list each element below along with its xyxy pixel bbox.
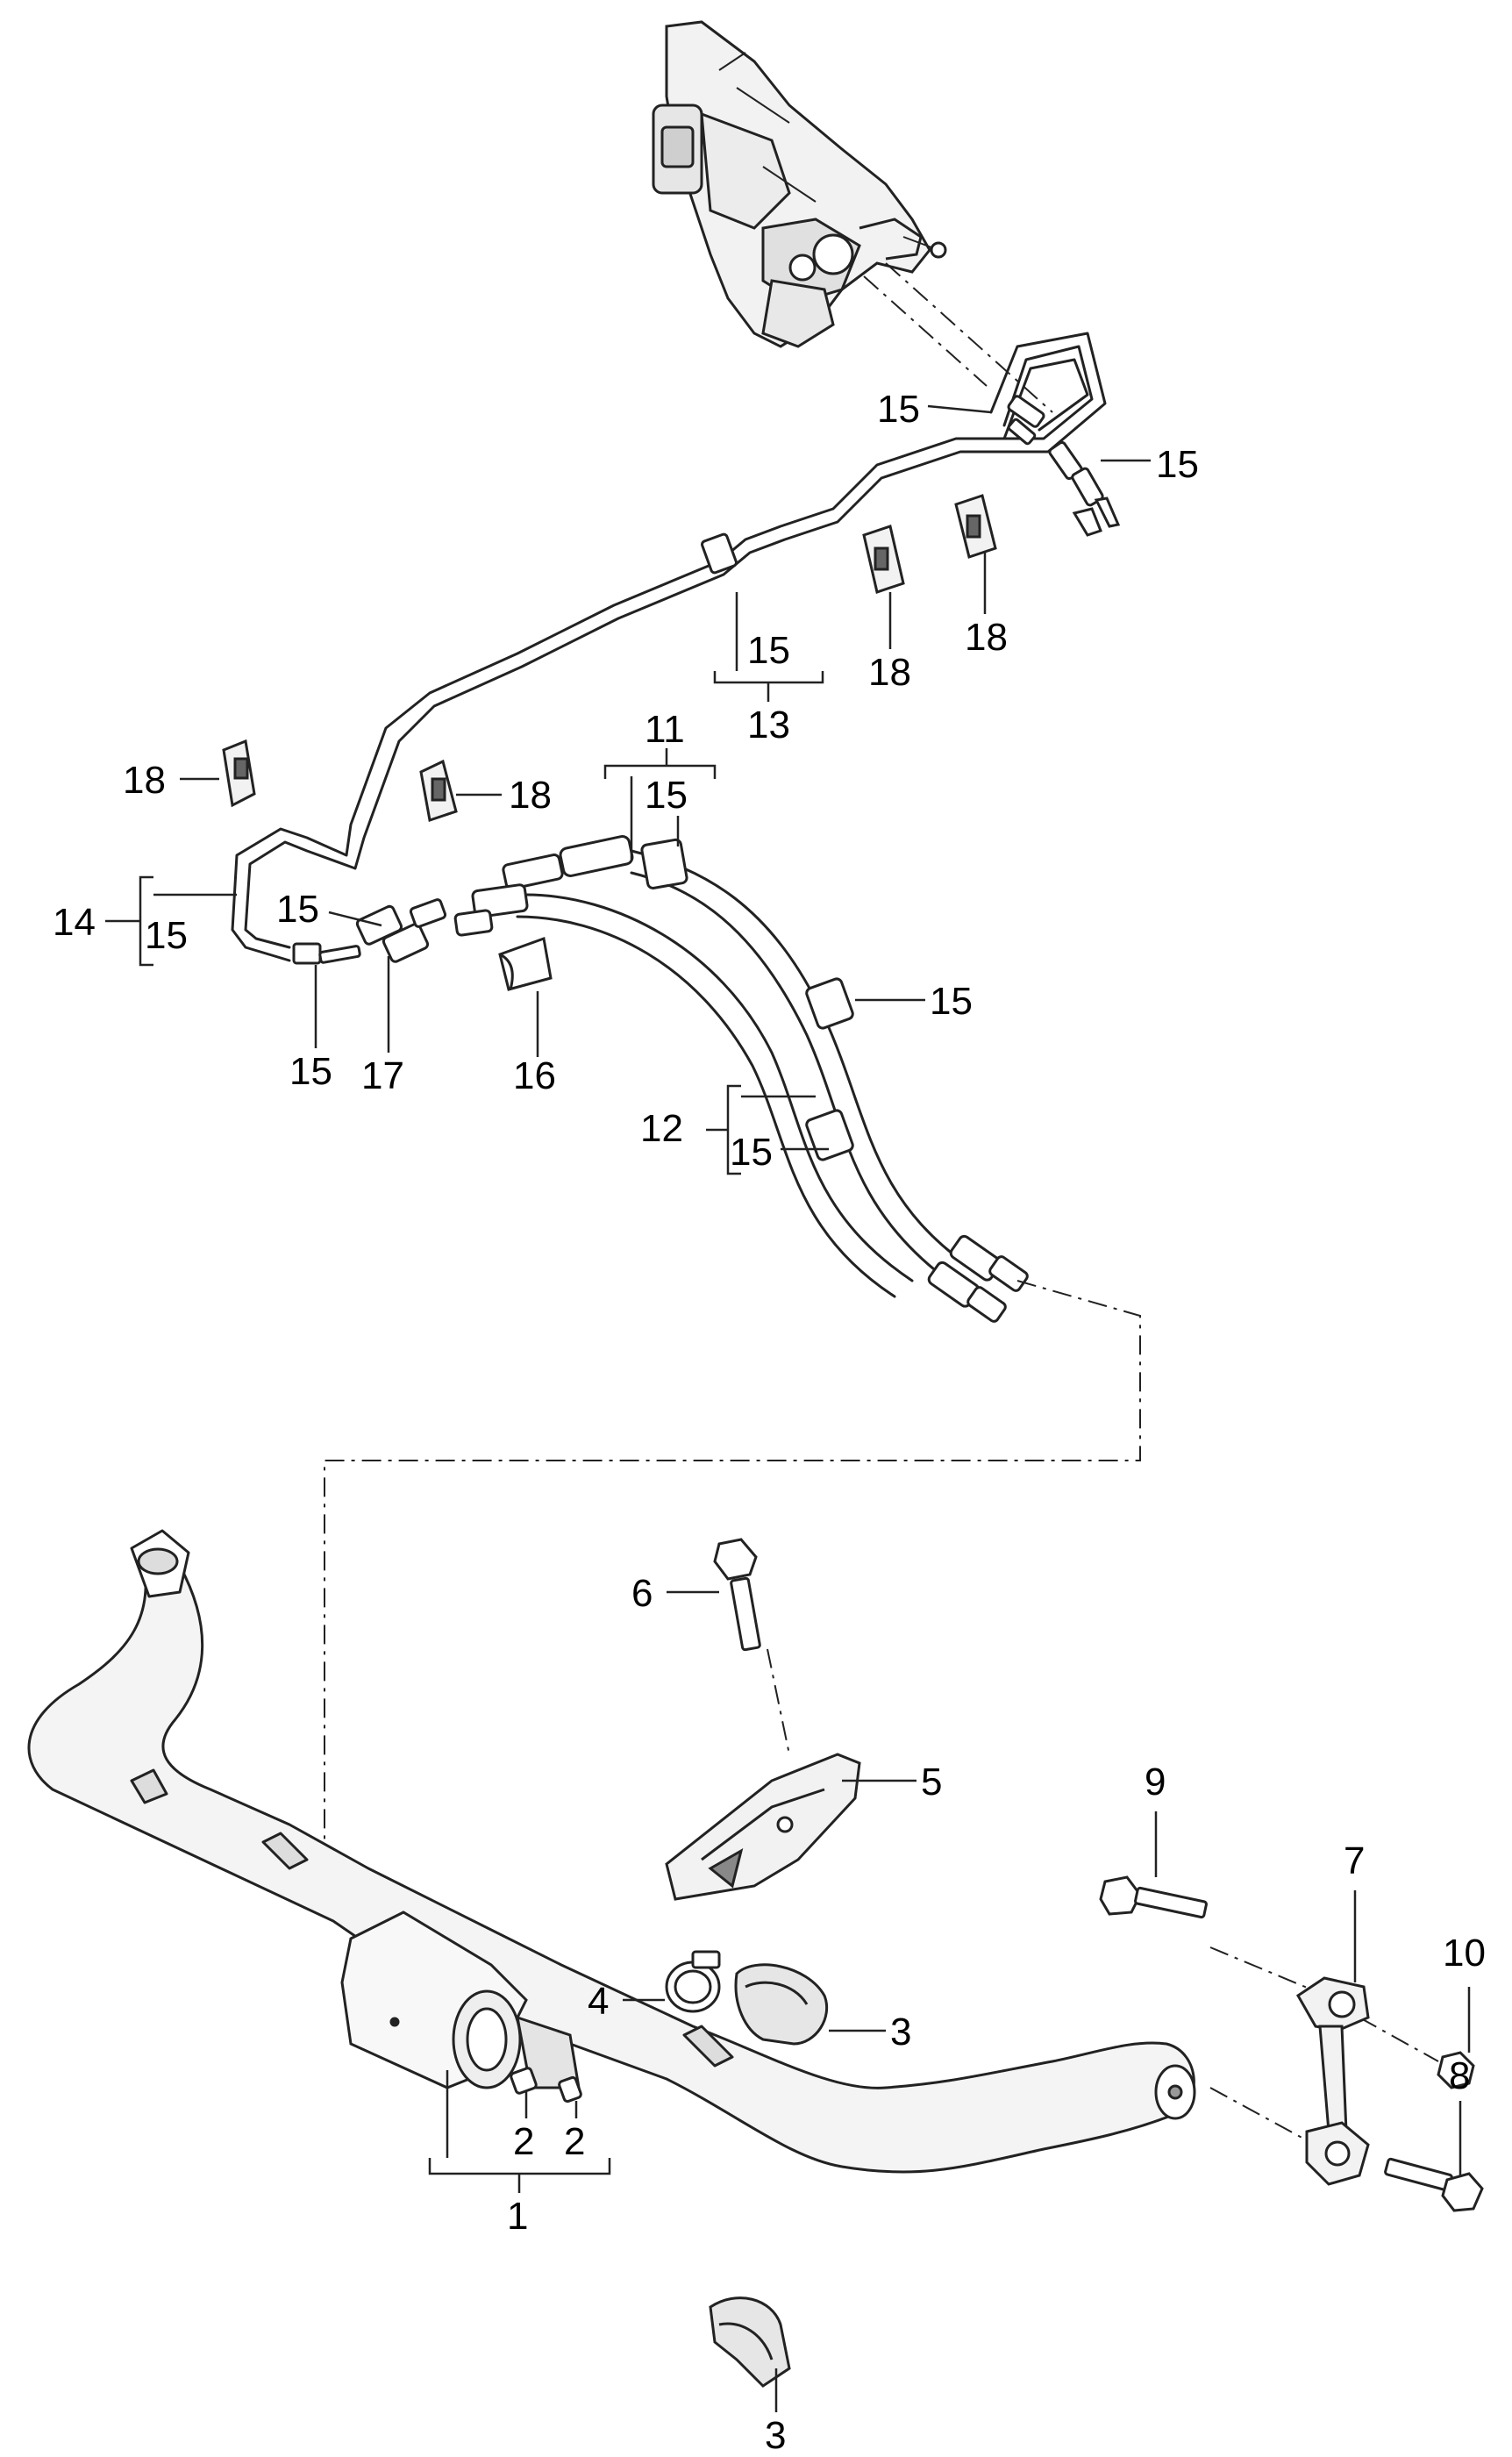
leader-lines [105,404,1471,2412]
label-18-a: 18 [123,759,166,802]
label-4: 4 [588,1980,610,2023]
label-9: 9 [1145,1761,1166,1803]
clamp-4 [665,1950,721,2013]
bolt-8 [1384,2157,1484,2212]
pipe-joint-mid [701,532,738,575]
label-2-a: 2 [513,2120,535,2163]
label-5: 5 [921,1761,943,1803]
pipe-end-fittings [1007,395,1121,537]
bracket-5 [665,1753,861,1901]
label-15-top-right: 15 [1156,443,1199,486]
flexible-hoses [516,849,966,1298]
label-7: 7 [1344,1839,1366,1882]
label-1: 1 [507,2195,529,2238]
label-3-bottom: 3 [765,2414,787,2457]
label-17: 17 [361,1054,404,1097]
left-pipe-end-fittings [292,898,447,965]
stabilizer-bar [27,1529,1196,2174]
label-15-pipe-14: 15 [145,914,188,957]
label-6: 6 [631,1572,653,1615]
label-2-b: 2 [564,2120,586,2163]
bolt-9 [1099,1875,1208,1919]
label-13: 13 [747,704,790,746]
label-18-c: 18 [868,651,911,694]
label-12: 12 [640,1107,683,1150]
label-10: 10 [1443,1932,1486,1975]
label-15-hose-11: 15 [645,774,688,817]
label-18-d: 18 [965,616,1008,659]
dashed-connector [324,1280,1439,2141]
label-15-bottom-left: 15 [289,1050,332,1093]
hose-fittings [453,835,1029,1323]
actuator [340,1911,581,2089]
bleed-nipples-2 [510,2067,582,2103]
bushing-3-mid [734,1963,829,2046]
valve-block-assembly [652,20,947,348]
label-15-hose-right: 15 [930,980,973,1023]
sleeve-16 [498,936,553,991]
label-15-top: 15 [877,388,920,431]
clip-parts-18 [222,494,997,822]
label-18-b: 18 [509,774,552,817]
rigid-pipe-13 [231,332,1107,962]
label-15-hose-12: 15 [730,1131,773,1174]
bolt-6 [713,1538,761,1652]
label-16: 16 [513,1054,556,1097]
nut-10 [1437,2051,1475,2089]
label-15-pipe-13: 15 [747,629,790,672]
bushing-3-bottom [709,2296,791,2388]
label-8: 8 [1449,2054,1471,2097]
label-3-mid: 3 [890,2011,912,2053]
label-14: 14 [53,901,96,944]
label-11: 11 [645,708,685,751]
coupling-rod-7 [1296,1976,1370,2186]
label-15-connector: 15 [276,888,319,931]
